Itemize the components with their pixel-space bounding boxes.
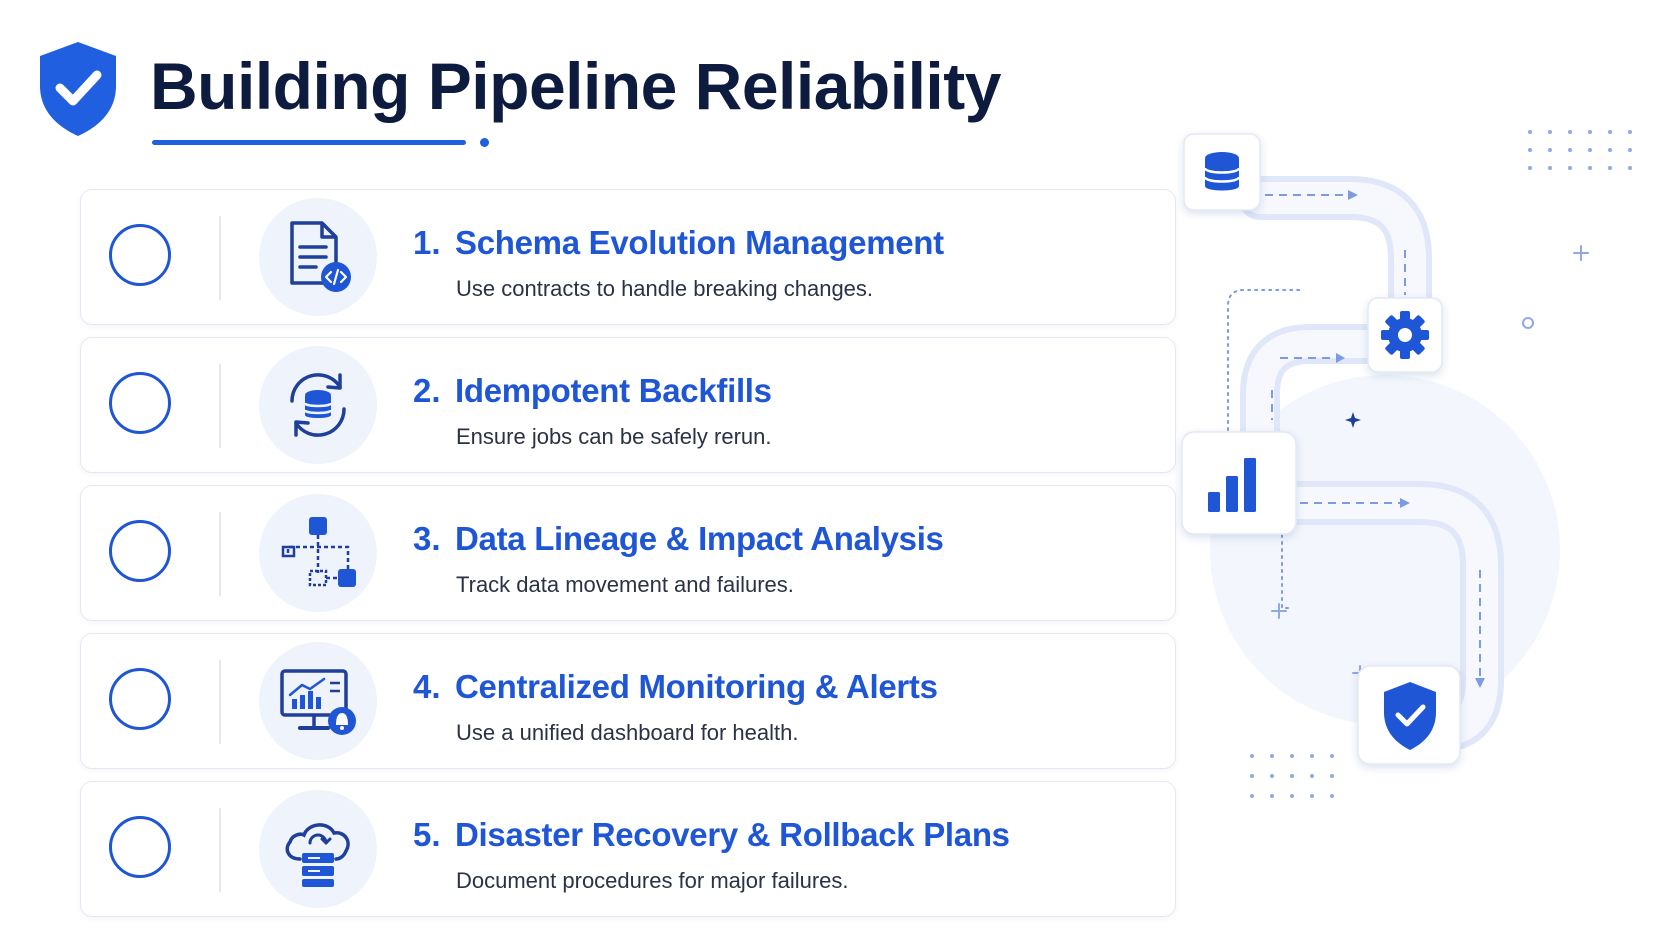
step-card-2: 2. Idempotent Backfills Ensure jobs can …	[80, 337, 1176, 473]
step-number: 5.	[413, 816, 441, 853]
dot-grid-bottom	[1250, 754, 1334, 798]
step-divider	[219, 364, 221, 448]
step-description: Document procedures for major failures.	[456, 868, 849, 893]
step-checkbox-3[interactable]	[109, 520, 171, 582]
step-checkbox-5[interactable]	[109, 816, 171, 878]
step-card-1: 1. Schema Evolution Management Use contr…	[80, 189, 1176, 325]
document-code-icon	[290, 221, 351, 292]
lineage-graph-icon	[281, 517, 356, 587]
step-icon-container	[259, 346, 377, 464]
step-number: 1.	[413, 224, 441, 261]
chart-node	[1181, 431, 1297, 535]
step-divider	[219, 808, 221, 892]
step-number: 2.	[413, 372, 441, 409]
step-divider	[219, 216, 221, 300]
monitor-alert-icon	[280, 669, 356, 735]
step-card-5: 5. Disaster Recovery & Rollback Plans Do…	[80, 781, 1176, 917]
decorative-ring	[1522, 317, 1534, 329]
cloud-backup-icon	[285, 823, 350, 887]
step-icon-container	[259, 198, 377, 316]
step-title: Idempotent Backfills	[455, 372, 772, 409]
step-number: 3.	[413, 520, 441, 557]
pipeline-illustration	[1181, 130, 1632, 798]
step-description: Ensure jobs can be safely rerun.	[456, 424, 772, 449]
step-checkbox-2[interactable]	[109, 372, 171, 434]
step-number: 4.	[413, 668, 441, 705]
gear-icon	[1381, 311, 1429, 359]
sparkle-icon	[1345, 412, 1361, 428]
step-icon-container	[259, 494, 377, 612]
step-description: Use contracts to handle breaking changes…	[456, 276, 874, 301]
step-title: Schema Evolution Management	[455, 224, 944, 261]
title-underline	[152, 140, 466, 145]
step-title: Centralized Monitoring & Alerts	[455, 668, 938, 705]
shield-check-icon	[1384, 682, 1436, 750]
step-card-3: 3. Data Lineage & Impact Analysis Track …	[80, 485, 1176, 621]
step-divider	[219, 660, 221, 744]
arrow-heads	[1336, 190, 1485, 688]
flow-arrows	[1265, 194, 1481, 680]
dot-grid-top	[1528, 130, 1632, 170]
dotted-connectors	[1227, 289, 1301, 609]
step-title: Data Lineage & Impact Analysis	[455, 520, 944, 557]
step-checkbox-4[interactable]	[109, 668, 171, 730]
pipe-tubes	[1238, 176, 1504, 752]
database-icon	[1203, 152, 1241, 191]
step-icon-container	[259, 790, 377, 908]
step-description: Use a unified dashboard for health.	[456, 720, 799, 745]
step-checkbox-1[interactable]	[109, 224, 171, 286]
title-dot	[480, 138, 489, 147]
step-divider	[219, 512, 221, 596]
header: Building Pipeline Reliability	[36, 36, 1136, 156]
bar-chart-icon	[1208, 458, 1256, 512]
step-card-4: 4. Centralized Monitoring & Alerts Use a…	[80, 633, 1176, 769]
step-icon-container	[259, 642, 377, 760]
page-title: Building Pipeline Reliability	[150, 49, 1001, 123]
step-description: Track data movement and failures.	[456, 572, 794, 597]
shield-check-icon	[40, 42, 116, 136]
step-title: Disaster Recovery & Rollback Plans	[455, 816, 1010, 853]
database-sync-icon	[290, 373, 346, 437]
